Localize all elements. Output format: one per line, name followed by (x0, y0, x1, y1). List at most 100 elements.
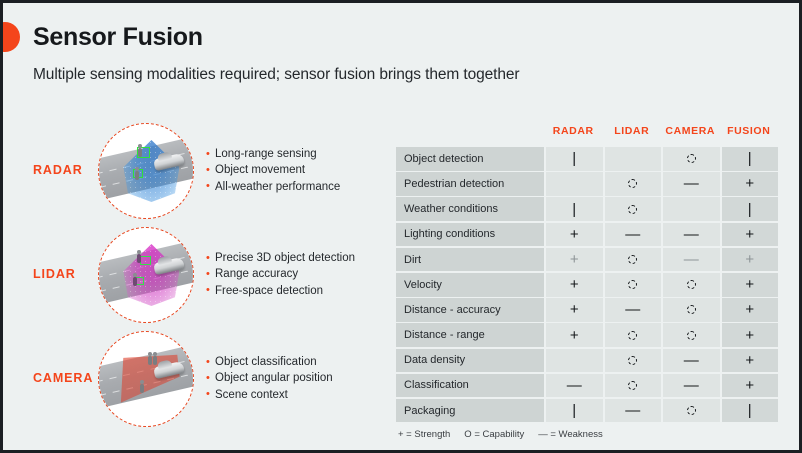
cell-camera (663, 298, 720, 322)
table-row: Packaging|—| (396, 398, 778, 423)
capability-icon (686, 305, 696, 315)
row-label: Velocity (396, 272, 544, 297)
modality-label-radar: RADAR (33, 163, 83, 177)
cell-lidar: — (604, 398, 661, 423)
modality-list: RADAR Long-range sensing Object (3, 113, 391, 433)
row-label: Lighting conditions (396, 222, 544, 247)
column-header-lidar: LIDAR (614, 125, 650, 137)
row-label: Classification (396, 373, 544, 398)
accent-dot (3, 22, 20, 52)
cell-camera: — (663, 373, 720, 398)
cell-fusion: + (721, 298, 778, 322)
modality-label-lidar: LIDAR (33, 267, 76, 281)
cell-lidar (604, 272, 661, 297)
row-label: Packaging (396, 398, 544, 423)
capability-icon (628, 380, 638, 390)
cell-radar: | (546, 147, 603, 171)
list-item: Scene context (206, 386, 386, 403)
modality-bullets-radar: Long-range sensing Object movement All-w… (206, 145, 386, 195)
cell-radar: + (546, 323, 603, 347)
cell-fusion: + (721, 373, 778, 398)
table-row: Data density —+ (396, 348, 778, 373)
cell-lidar (604, 247, 661, 272)
column-header-camera: CAMERA (665, 125, 716, 137)
cell-camera (663, 398, 720, 423)
radar-scene-icon (98, 123, 194, 219)
list-item: Range accuracy (206, 266, 386, 283)
modality-camera: CAMERA Object classification Object angu… (3, 329, 391, 431)
list-item: Object classification (206, 353, 386, 370)
list-item: Object movement (206, 162, 386, 179)
list-item: All-weather performance (206, 178, 386, 195)
legend-weakness: — = Weakness (538, 429, 603, 441)
cell-fusion: | (721, 147, 778, 171)
capability-icon (628, 355, 638, 365)
table-legend: + = Strength O = Capability — = Weakness (396, 429, 778, 440)
cell-fusion: + (721, 272, 778, 297)
row-label: Object detection (396, 147, 544, 171)
cell-fusion: + (721, 222, 778, 247)
cell-fusion: | (721, 398, 778, 423)
table-body: Object detection||Pedestrian detection—+… (396, 147, 778, 423)
list-item: Precise 3D object detection (206, 249, 386, 266)
row-label: Data density (396, 348, 544, 373)
cell-camera (663, 323, 720, 347)
cell-radar (546, 172, 603, 196)
list-item: Long-range sensing (206, 145, 386, 162)
table-header-row: RADAR LIDAR CAMERA FUSION (396, 125, 778, 147)
modality-lidar: LIDAR Precise 3D object detection (3, 225, 391, 327)
capability-icon (628, 204, 638, 214)
list-item: Object angular position (206, 370, 386, 387)
cell-camera (663, 272, 720, 297)
row-label: Weather conditions (396, 197, 544, 221)
modality-radar: RADAR Long-range sensing Object (3, 121, 391, 223)
cell-camera: — (663, 172, 720, 196)
capability-icon (686, 406, 696, 416)
cell-fusion: + (721, 172, 778, 196)
column-header-fusion: FUSION (727, 125, 771, 137)
cell-fusion: + (721, 323, 778, 347)
table-row: Distance - accuracy+—+ (396, 298, 778, 322)
table-row: Object detection|| (396, 147, 778, 171)
cell-fusion: | (721, 197, 778, 221)
list-item: Free-space detection (206, 282, 386, 299)
capability-icon (686, 330, 696, 340)
cell-camera (663, 147, 720, 171)
cell-fusion: + (721, 348, 778, 373)
table-row: Velocity++ (396, 272, 778, 297)
cell-radar: | (546, 197, 603, 221)
cell-camera (663, 197, 720, 221)
cell-lidar: — (604, 298, 661, 322)
capability-icon (686, 280, 696, 290)
capability-icon (628, 280, 638, 290)
page-subtitle: Multiple sensing modalities required; se… (33, 66, 520, 83)
cell-lidar: — (604, 222, 661, 247)
cell-radar: + (546, 272, 603, 297)
row-label: Dirt (396, 247, 544, 272)
legend-capability: O = Capability (464, 429, 525, 441)
modality-label-camera: CAMERA (33, 371, 94, 385)
cell-radar: — (546, 373, 603, 398)
table-row: Distance - range++ (396, 323, 778, 347)
capability-icon (628, 179, 638, 189)
cell-radar: + (546, 298, 603, 322)
row-label: Distance - range (396, 323, 544, 347)
camera-scene-icon (98, 331, 194, 427)
column-header-radar: RADAR (552, 125, 594, 137)
table-row: Classification——+ (396, 373, 778, 398)
cell-camera: — (663, 247, 720, 272)
row-label: Pedestrian detection (396, 172, 544, 196)
cell-lidar (604, 197, 661, 221)
cell-radar: + (546, 247, 603, 272)
table-row: Lighting conditions+——+ (396, 222, 778, 247)
cell-radar (546, 348, 603, 373)
cell-radar: | (546, 398, 603, 423)
cell-fusion: + (721, 247, 778, 272)
cell-camera: — (663, 348, 720, 373)
modality-bullets-camera: Object classification Object angular pos… (206, 353, 386, 403)
capability-icon (628, 330, 638, 340)
cell-lidar (604, 172, 661, 196)
sensor-comparison-table: RADAR LIDAR CAMERA FUSION Object detecti… (396, 125, 778, 440)
cell-lidar (604, 373, 661, 398)
